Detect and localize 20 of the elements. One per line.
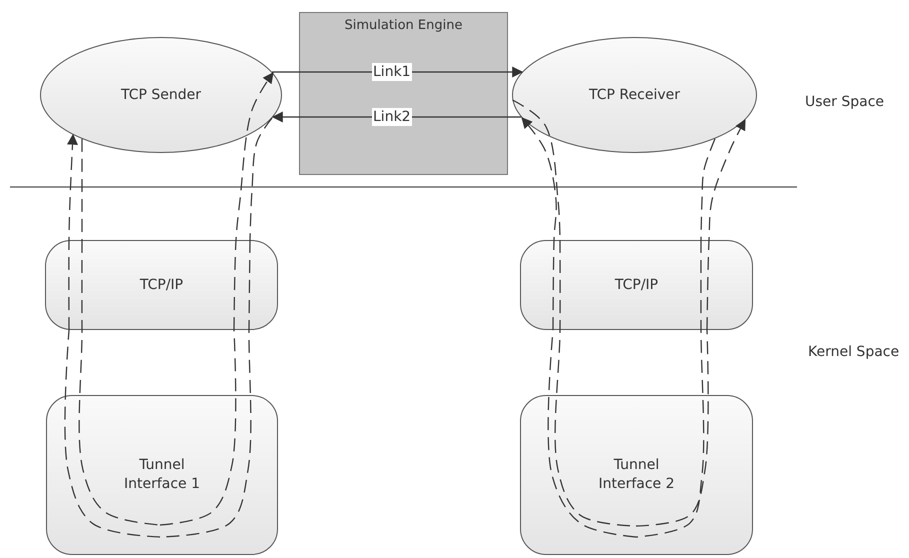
node-label: TCP/IP — [614, 276, 658, 294]
region-label: Kernel Space — [808, 344, 900, 360]
dashed-arrow — [67, 134, 78, 330]
node-label: TCP Receiver — [589, 86, 680, 104]
dashed-arrow — [233, 72, 274, 330]
engine-title: Simulation Engine — [344, 17, 462, 35]
dashed-arrow — [706, 119, 746, 330]
layer-box — [520, 240, 753, 330]
node-label: Tunnel Interface 1 — [122, 456, 202, 494]
node-label: Tunnel Interface 2 — [597, 456, 676, 494]
edge-label: Link1 — [372, 63, 412, 81]
node-label: TCP Sender — [120, 86, 202, 104]
region-label: User Space — [805, 94, 884, 110]
edge-label: Link2 — [372, 108, 412, 126]
engine-box — [299, 12, 508, 175]
interface-box — [520, 395, 753, 555]
node-label: TCP/IP — [140, 276, 184, 294]
dashed-arrow — [521, 117, 557, 330]
interface-box — [46, 395, 278, 555]
layer-box — [45, 240, 278, 330]
